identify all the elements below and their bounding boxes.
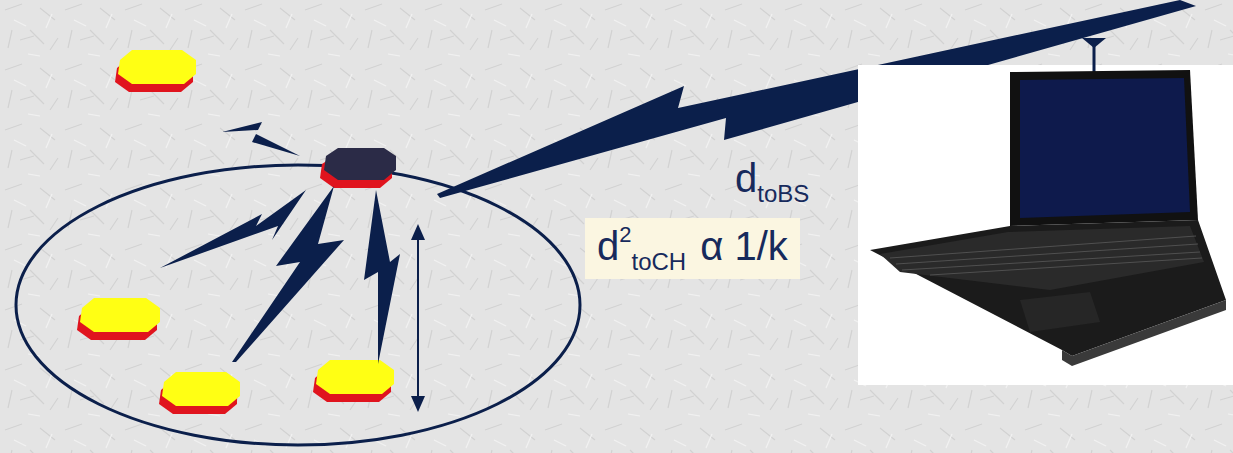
laptop-base-station [858, 38, 1233, 385]
formula-text: α 1/k [700, 224, 788, 269]
sensor-node [313, 360, 394, 402]
formula-text: toCH [632, 248, 687, 276]
distance-label: dtoBS [735, 156, 809, 201]
cluster-head [320, 148, 396, 188]
sensor-node [115, 50, 196, 92]
formula-box: d2toCH α 1/k [585, 218, 800, 279]
lightning-bolt [232, 186, 344, 362]
distance-label-text: toBS [757, 180, 809, 208]
lightning-bolt [364, 190, 400, 364]
sensor-node [77, 298, 160, 340]
sensor-node [159, 372, 240, 414]
formula-text: 2 [619, 222, 631, 248]
distance-label-text: d [735, 156, 757, 201]
cluster-ellipse [16, 165, 580, 445]
formula-text: d [597, 224, 619, 269]
distance-arrow [411, 224, 425, 412]
lightning-bolt [222, 122, 300, 156]
